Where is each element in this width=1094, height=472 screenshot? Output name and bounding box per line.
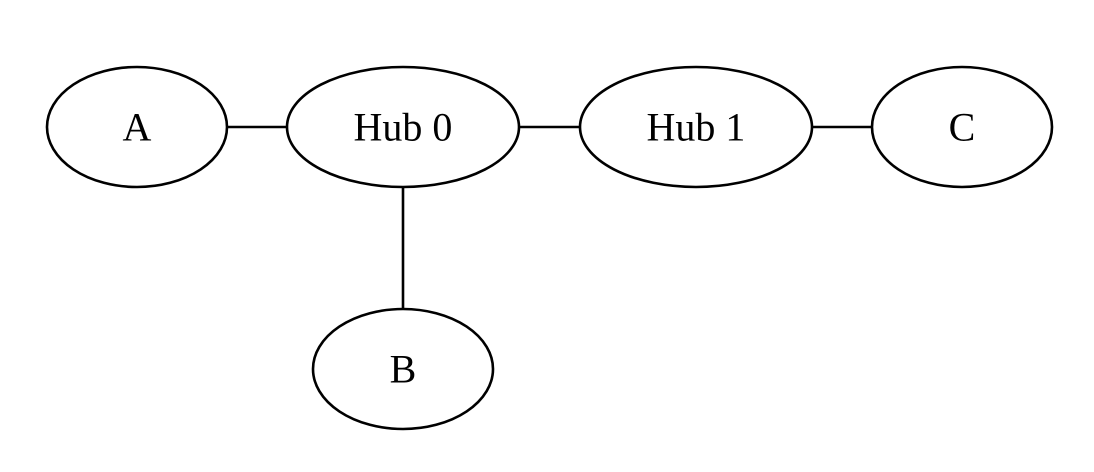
node-a-label: A [123,105,152,150]
node-hub-1-label: Hub 1 [647,105,746,150]
node-a: A [45,65,229,189]
nodes: A Hub 0 Hub 1 C B [45,65,1054,431]
node-hub-1: Hub 1 [578,65,814,189]
node-b: B [311,307,495,431]
edges [227,125,873,308]
node-c-shape [870,65,1054,189]
node-hub-1-shape [578,65,814,189]
node-b-shape [311,307,495,431]
node-a-shape [45,65,229,189]
node-c: C [870,65,1054,189]
node-hub-0-label: Hub 0 [354,105,453,150]
node-c-label: C [949,105,976,150]
node-hub-0: Hub 0 [285,65,521,189]
node-hub-0-shape [285,65,521,189]
node-b-label: B [390,347,417,392]
